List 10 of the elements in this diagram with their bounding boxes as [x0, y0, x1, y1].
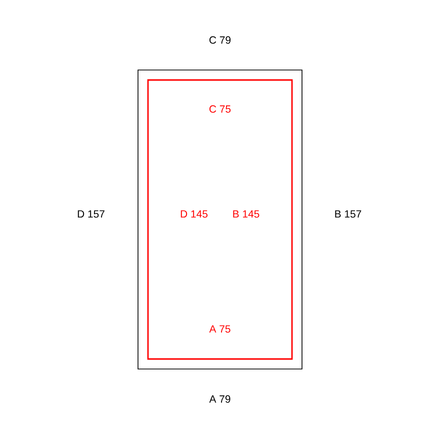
dimension-label: A 79	[209, 395, 230, 403]
dimension-label: A 75	[209, 325, 230, 333]
rectangle	[138, 70, 302, 370]
dimension-label: D 157	[78, 210, 104, 218]
rectangle	[147, 79, 293, 360]
dimension-label: B 157	[335, 210, 362, 218]
dimension-label: B 145	[233, 210, 260, 218]
dimension-label: C 75	[209, 105, 231, 113]
dimension-label: D 145	[180, 210, 208, 218]
dimension-label: C 79	[209, 36, 231, 44]
